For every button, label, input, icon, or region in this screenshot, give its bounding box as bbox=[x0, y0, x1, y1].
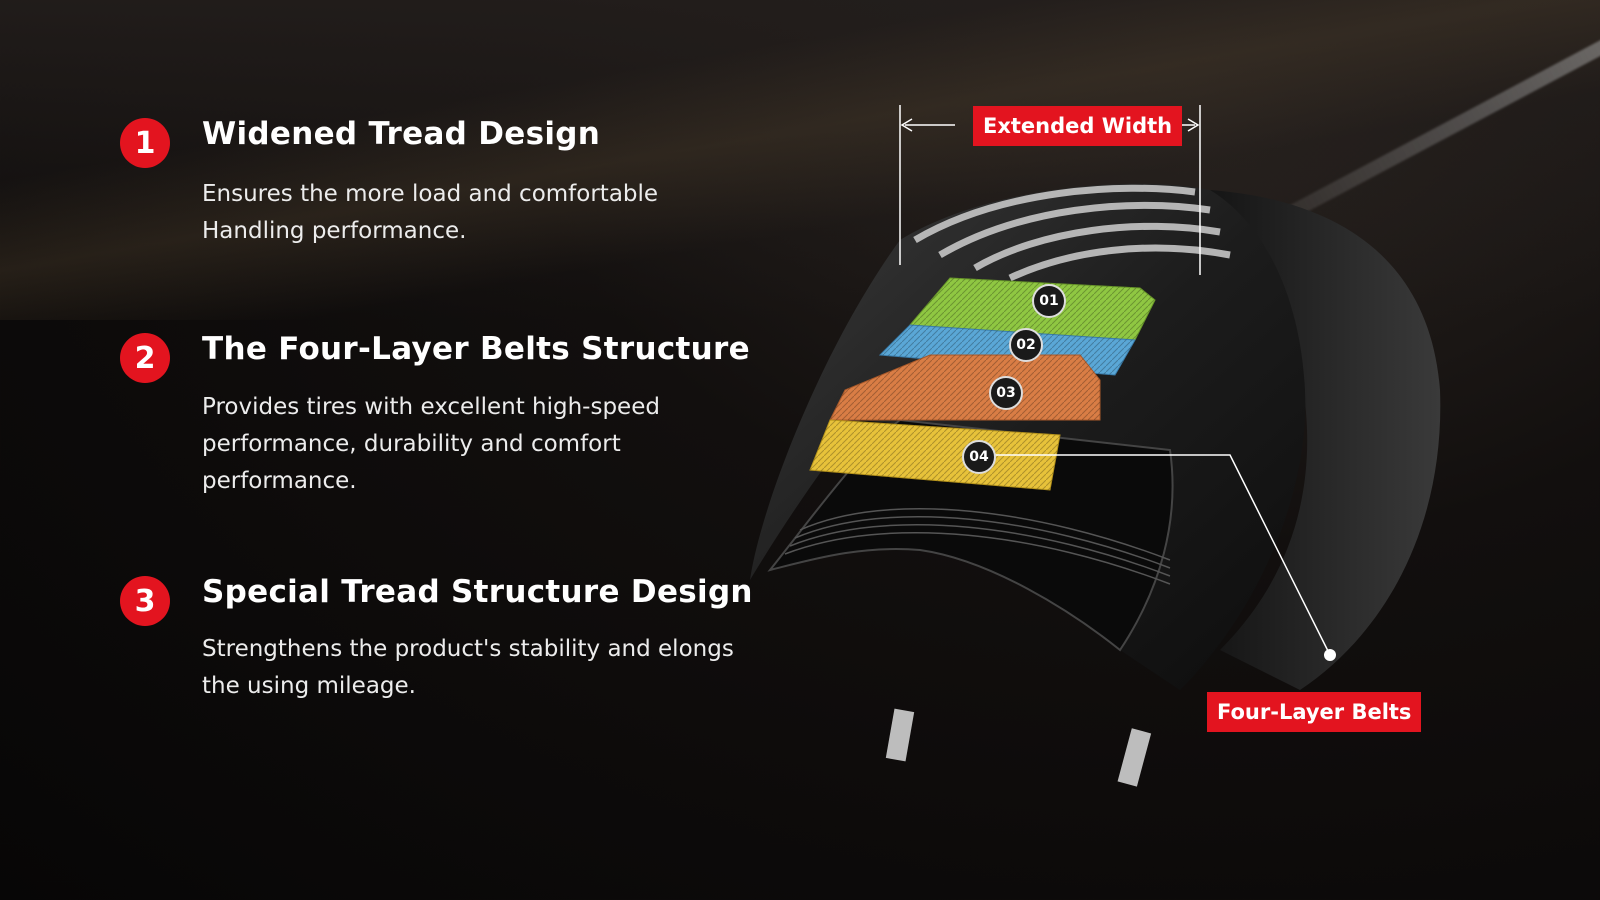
tire-illustration bbox=[750, 105, 1441, 787]
feature-description: Ensures the more load and comfortable Ha… bbox=[202, 181, 659, 244]
layer-badge-03: 03 bbox=[989, 376, 1023, 410]
tire-sidewall bbox=[1210, 190, 1441, 690]
feature-title: Widened Tread Design bbox=[202, 116, 601, 152]
belt-layer-01-weave bbox=[910, 278, 1155, 340]
layer-badge-01: 01 bbox=[1032, 284, 1066, 318]
belt-layer-04-weave bbox=[810, 420, 1060, 490]
tire-tread-body bbox=[750, 183, 1306, 690]
feature-number-badge: 3 bbox=[120, 576, 170, 626]
feature-description: Provides tires with excellent high-speed… bbox=[202, 394, 660, 494]
layer-badge-02: 02 bbox=[1009, 328, 1043, 362]
bead-wire-right bbox=[1117, 728, 1152, 787]
feature-description: Strengthens the product's stability and … bbox=[202, 636, 734, 699]
extended-width-label: Extended Width bbox=[973, 106, 1183, 146]
feature-number-badge: 1 bbox=[120, 118, 170, 168]
layer-badge-04: 04 bbox=[962, 440, 996, 474]
feature-title: Special Tread Structure Design bbox=[202, 574, 753, 610]
feature-title: The Four-Layer Belts Structure bbox=[202, 331, 750, 367]
casing-plies bbox=[784, 508, 1171, 585]
tire-cross-section-diagram: 01 02 03 04 bbox=[740, 90, 1500, 830]
four-layer-belts-label: Four-Layer Belts bbox=[1207, 692, 1422, 732]
bead-wire-left bbox=[885, 708, 915, 762]
belt-layer-03-weave bbox=[830, 355, 1100, 420]
tread-grooves bbox=[913, 184, 1231, 282]
belts-leader-line bbox=[993, 454, 1331, 656]
leader-dot bbox=[1324, 649, 1336, 661]
feature-number-badge: 2 bbox=[120, 333, 170, 383]
